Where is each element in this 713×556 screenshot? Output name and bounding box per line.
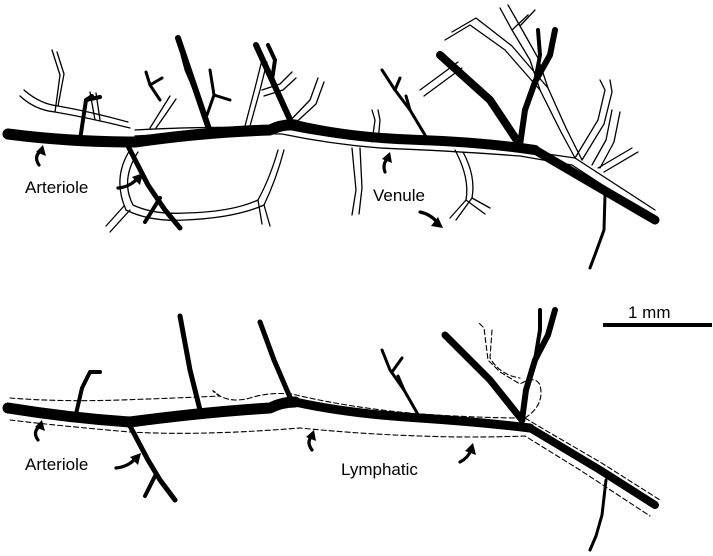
bottom-panel: Arteriole Lymphatic (8, 310, 660, 550)
top-venule-network (20, 5, 655, 232)
scale-bar: 1 mm (603, 303, 712, 327)
scale-bar-label: 1 mm (628, 303, 671, 322)
scale-bar-line (603, 323, 712, 327)
top-panel: Arteriole Venule (8, 5, 655, 268)
top-arteriole-tree (8, 30, 655, 268)
bottom-lymphatic-label: Lymphatic (341, 460, 418, 479)
top-venule-label: Venule (373, 186, 425, 205)
bottom-arteriole-label: Arteriole (25, 455, 88, 474)
top-arteriole-label: Arteriole (25, 178, 88, 197)
top-venule-arrow-2 (420, 212, 437, 222)
